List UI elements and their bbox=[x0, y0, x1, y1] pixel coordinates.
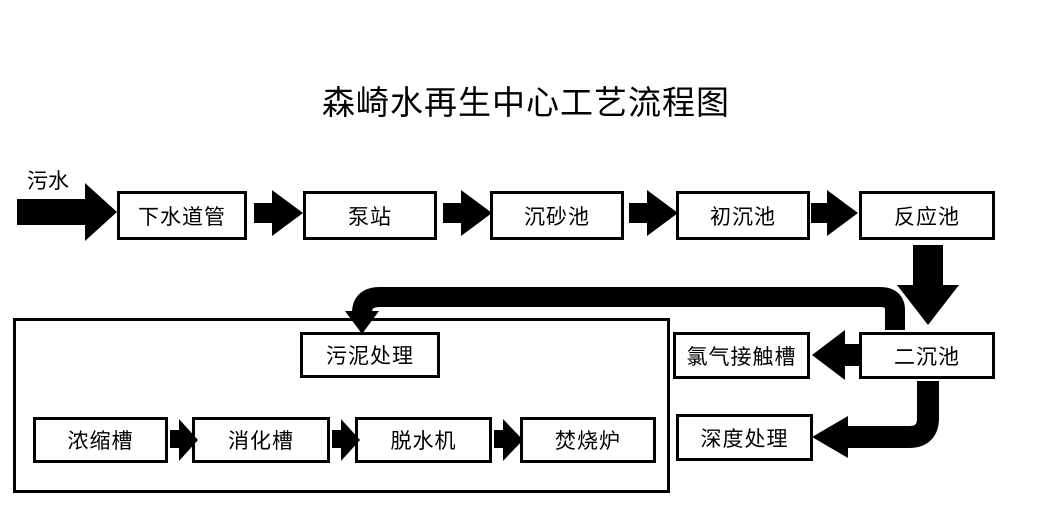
node-pump-station[interactable]: 泵站 bbox=[303, 191, 437, 240]
arrow-primary-to-reaction bbox=[811, 190, 858, 236]
node-sewer[interactable]: 下水道管 bbox=[117, 191, 247, 240]
node-digestion-tank[interactable]: 消化槽 bbox=[192, 417, 330, 463]
arrow-reaction-to-secondary bbox=[897, 245, 959, 325]
node-incinerator-label: 焚烧炉 bbox=[555, 430, 621, 453]
node-sludge-treatment-title[interactable]: 污泥处理 bbox=[300, 332, 440, 378]
node-sludge-treatment-title-label: 污泥处理 bbox=[326, 345, 414, 368]
node-chlorine-contact-tank-label: 氯气接触槽 bbox=[686, 345, 797, 369]
node-thickening-tank-label: 浓缩槽 bbox=[67, 430, 134, 453]
node-secondary-sedimentation[interactable]: 二沉池 bbox=[859, 332, 995, 379]
arrow-digestion-to-dewatering bbox=[332, 419, 360, 461]
node-primary-sedimentation[interactable]: 初沉池 bbox=[676, 191, 810, 240]
node-pump-station-label: 泵站 bbox=[348, 205, 392, 229]
node-thickening-tank[interactable]: 浓缩槽 bbox=[33, 417, 168, 463]
arrow-dewatering-to-incinerator bbox=[494, 419, 523, 461]
arrow-secondary-to-sludge-group bbox=[345, 287, 905, 334]
node-primary-sedimentation-label: 初沉池 bbox=[710, 205, 776, 229]
node-reaction-tank-label: 反应池 bbox=[894, 205, 960, 229]
arrow-grit-to-primary bbox=[629, 190, 678, 236]
arrow-sewer-to-pump bbox=[254, 190, 303, 236]
node-chlorine-contact-tank[interactable]: 氯气接触槽 bbox=[673, 332, 810, 379]
arrow-secondary-to-advanced bbox=[812, 381, 939, 458]
page-title: 森崎水再生中心工艺流程图 bbox=[322, 84, 730, 121]
node-advanced-treatment-label: 深度处理 bbox=[700, 427, 789, 451]
arrow-inlet-to-sewer bbox=[17, 183, 117, 241]
node-grit-chamber[interactable]: 沉砂池 bbox=[490, 191, 624, 240]
inlet-label-wastewater: 污水 bbox=[27, 170, 69, 193]
node-reaction-tank[interactable]: 反应池 bbox=[859, 191, 995, 240]
node-incinerator[interactable]: 焚烧炉 bbox=[520, 417, 656, 463]
node-secondary-sedimentation-label: 二沉池 bbox=[894, 345, 960, 369]
arrow-pump-to-grit bbox=[443, 190, 492, 236]
node-dewatering-machine-label: 脱水机 bbox=[390, 430, 457, 453]
node-advanced-treatment[interactable]: 深度处理 bbox=[676, 414, 813, 461]
arrow-thickening-to-digestion bbox=[170, 419, 198, 461]
node-digestion-tank-label: 消化槽 bbox=[228, 430, 294, 453]
node-grit-chamber-label: 沉砂池 bbox=[524, 205, 590, 229]
node-sewer-label: 下水道管 bbox=[138, 205, 226, 229]
